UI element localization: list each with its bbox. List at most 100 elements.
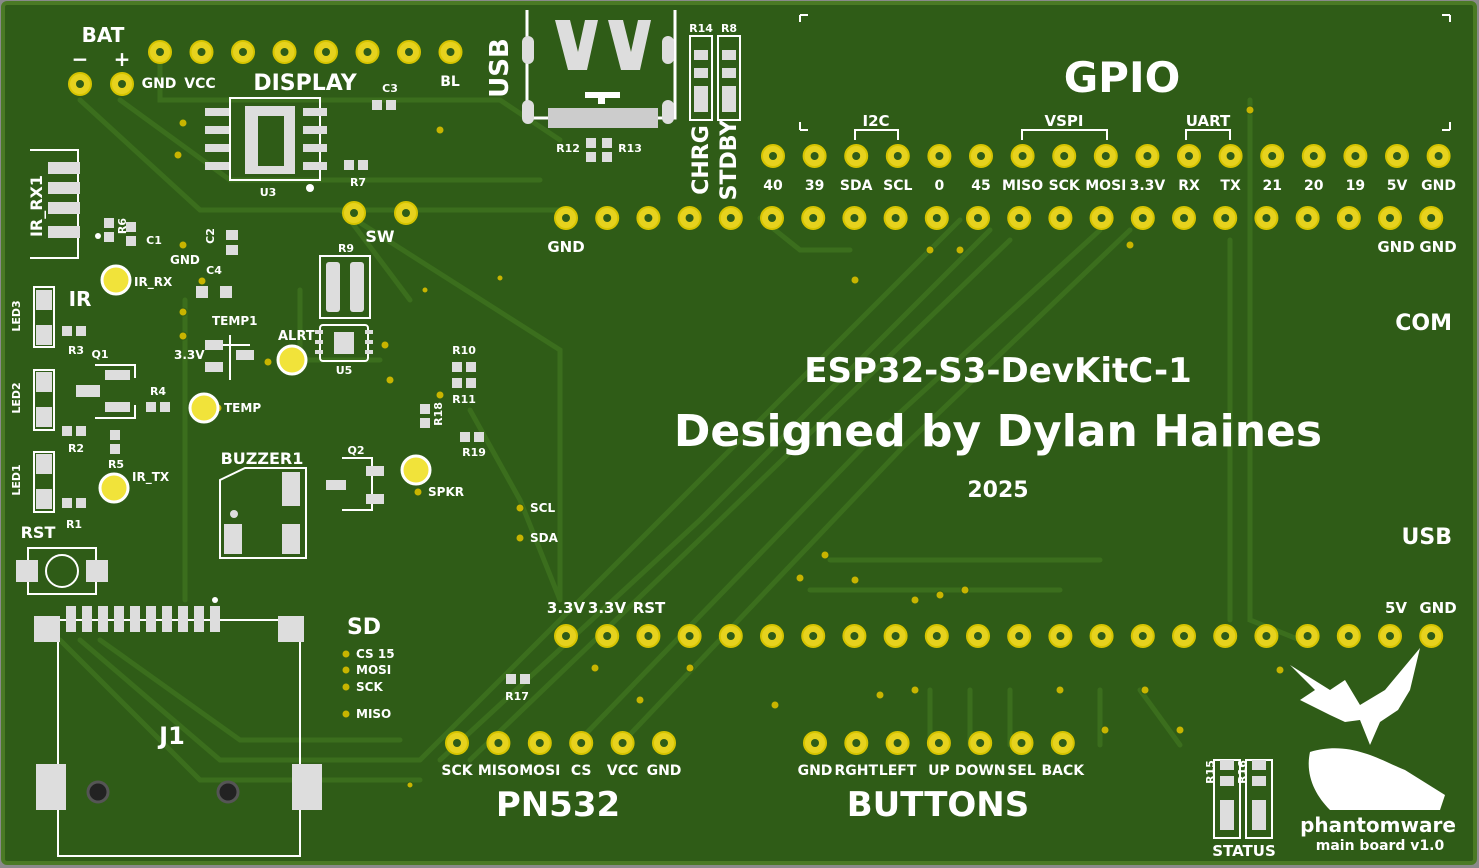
vspi-label: VSPI xyxy=(1045,112,1084,130)
ref-r14: R14 xyxy=(689,22,713,35)
pn532-header xyxy=(445,731,676,755)
tp-ir-tx-label: IR_TX xyxy=(132,470,170,485)
ref-c1: C1 xyxy=(146,234,162,247)
gpio-label-9: 3.3V xyxy=(1130,178,1166,194)
button-label-3: UP xyxy=(928,763,950,779)
ir-receiver xyxy=(30,149,101,259)
esp32-header-top-row xyxy=(554,206,1444,230)
phantomware-logo-icon xyxy=(1290,648,1445,810)
tp-temp-label: TEMP xyxy=(224,401,261,415)
ref-c4: C4 xyxy=(206,264,222,277)
ref-r19: R19 xyxy=(462,446,486,459)
tp-scl-label: SCL xyxy=(530,501,555,515)
ref-r16: R16 xyxy=(1236,760,1249,784)
ref-q2: Q2 xyxy=(347,444,364,457)
ref-r15: R15 xyxy=(1204,760,1217,784)
tp-spkr-label: SPKR xyxy=(428,485,464,499)
display-bl-label: BL xyxy=(440,74,460,90)
u5-chip xyxy=(315,324,373,362)
ref-r3: R3 xyxy=(68,344,84,357)
ref-r5: R5 xyxy=(108,458,124,471)
temp1-sensor xyxy=(205,335,254,380)
usb-side-label: USB xyxy=(1402,525,1452,550)
reference-designators: R14 R8 R12 R13 C3 R7 U3 R9 U5 C1 R6 C2 C… xyxy=(10,22,1249,784)
battery-connector xyxy=(68,72,134,96)
sw-label: SW xyxy=(365,227,395,246)
com-label: COM xyxy=(1395,311,1452,336)
gpio-heading: GPIO xyxy=(1064,53,1181,102)
ref-u5: U5 xyxy=(336,364,353,377)
gpio-label-7: SCK xyxy=(1049,178,1081,194)
gpio-label-14: 19 xyxy=(1346,178,1365,194)
tp-alrt-label: ALRT xyxy=(278,329,315,344)
bottom-3v3-b: 3.3V xyxy=(588,599,627,617)
pn532-label-1: MISO xyxy=(478,763,519,779)
tp-3v3-label: 3.3V xyxy=(174,348,205,362)
gpio-label-10: RX xyxy=(1178,178,1200,194)
ref-r2: R2 xyxy=(68,442,84,455)
rst-label: RST xyxy=(21,523,56,542)
tp-ir-rx xyxy=(100,264,132,296)
sw-pads xyxy=(342,201,418,225)
status-leds xyxy=(1213,759,1273,839)
pn532-label-3: CS xyxy=(571,763,592,779)
display-vcc-label: VCC xyxy=(184,76,215,92)
sd-card-socket xyxy=(34,597,322,857)
status-label: STATUS xyxy=(1212,842,1276,860)
tp-sda-label: SDA xyxy=(530,531,559,545)
display-label: DISPLAY xyxy=(253,71,357,96)
year-label: 2025 xyxy=(967,478,1028,503)
gpio-label-0: 40 xyxy=(763,178,783,194)
gpio-label-16: GND xyxy=(1421,178,1456,194)
sd-label: SD xyxy=(347,615,381,640)
bat-minus-label: − xyxy=(72,47,89,71)
header-left-gnd: GND xyxy=(547,238,584,256)
rst-button xyxy=(16,547,108,595)
esp32-header-bottom-row xyxy=(554,624,1444,648)
gpio-label-4: 0 xyxy=(935,178,945,194)
usb-port-label: USB xyxy=(485,38,515,98)
button-label-6: BACK xyxy=(1041,763,1085,779)
tp-spkr xyxy=(400,454,432,486)
pn532-label: PN532 xyxy=(496,785,620,825)
ref-u3: U3 xyxy=(260,186,277,199)
ref-r10: R10 xyxy=(452,344,476,357)
ref-led3: LED3 xyxy=(10,300,23,331)
ref-r12: R12 xyxy=(556,142,580,155)
gpio-brackets xyxy=(799,14,1451,140)
gpio-label-1: 39 xyxy=(805,178,824,194)
tp-gnd-label: GND xyxy=(170,253,200,267)
buzzer xyxy=(219,467,307,559)
j1-label: J1 xyxy=(157,722,185,750)
ref-r6: R6 xyxy=(116,218,129,234)
ref-led1: LED1 xyxy=(10,464,23,495)
r9-resistor xyxy=(319,255,371,319)
tp-alrt xyxy=(276,344,308,376)
button-label-4: DOWN xyxy=(955,763,1006,779)
ref-r8: R8 xyxy=(721,22,737,35)
bottom-3v3-a: 3.3V xyxy=(547,599,586,617)
ref-r1: R1 xyxy=(66,518,82,531)
ref-r18: R18 xyxy=(432,402,445,426)
ref-r4: R4 xyxy=(150,385,166,398)
gpio-top-header xyxy=(761,144,1451,168)
bottom-gnd: GND xyxy=(1419,599,1456,617)
bat-label: BAT xyxy=(82,23,125,47)
gpio-label-2: SDA xyxy=(840,178,873,194)
designer-credit: Designed by Dylan Haines xyxy=(674,406,1322,457)
test-points xyxy=(98,264,432,504)
temp1-label: TEMP1 xyxy=(212,314,257,328)
gpio-label-11: TX xyxy=(1220,178,1241,194)
buttons-label: BUTTONS xyxy=(847,785,1030,825)
ir-label: IR xyxy=(69,287,92,311)
buzzer-label: BUZZER1 xyxy=(221,449,304,468)
gpio-label-13: 20 xyxy=(1304,178,1324,194)
ir-rx1-label: IR_RX1 xyxy=(27,175,46,237)
uart-label: UART xyxy=(1186,112,1231,130)
display-header xyxy=(148,40,463,64)
